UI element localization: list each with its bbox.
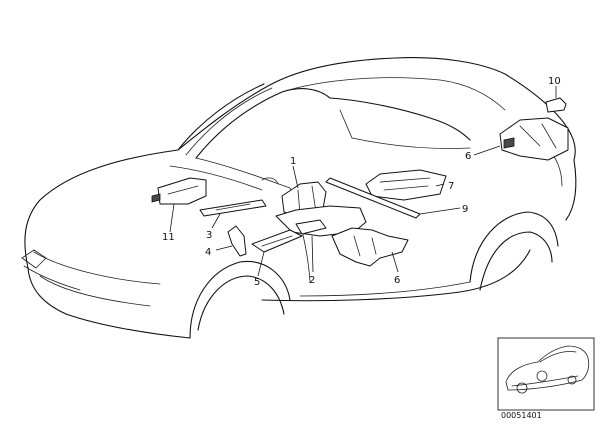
- callout-11: 11: [162, 232, 175, 243]
- part-3-strip: [199, 199, 267, 217]
- leader-lines: [169, 86, 557, 277]
- callout-3: 3: [206, 230, 212, 241]
- callout-9: 9: [462, 204, 468, 215]
- callout-5: 5: [254, 277, 260, 288]
- reference-number: 00051401: [501, 411, 542, 420]
- callout-7: 7: [448, 181, 454, 192]
- part-4-bracket: [227, 225, 247, 257]
- part-7-rear-panel: [365, 169, 447, 201]
- callout-6-lower: 6: [394, 275, 400, 286]
- part-10-clip: [545, 97, 567, 113]
- part-5-front-floor: [251, 229, 303, 253]
- callout-1: 1: [290, 156, 296, 167]
- callout-6-upper: 6: [465, 151, 471, 162]
- part-6-rear-floor-panel: [331, 227, 409, 267]
- callout-4: 4: [205, 247, 211, 258]
- part-11-side-panel: [151, 177, 207, 205]
- car-body-outline: [21, 57, 577, 339]
- part-9-long-strip: [325, 177, 421, 219]
- thumbnail-inset: 00051401: [497, 337, 595, 420]
- callout-10: 10: [548, 76, 561, 87]
- callout-2: 2: [309, 275, 315, 286]
- callout-labels: 1 2 3 4 5 6 6 7 8 9 10 11: [162, 76, 561, 288]
- part-6-trunk-panel: [499, 117, 569, 161]
- part-2-floor-insulation: [275, 205, 367, 237]
- thumbnail-car-icon: [505, 345, 590, 394]
